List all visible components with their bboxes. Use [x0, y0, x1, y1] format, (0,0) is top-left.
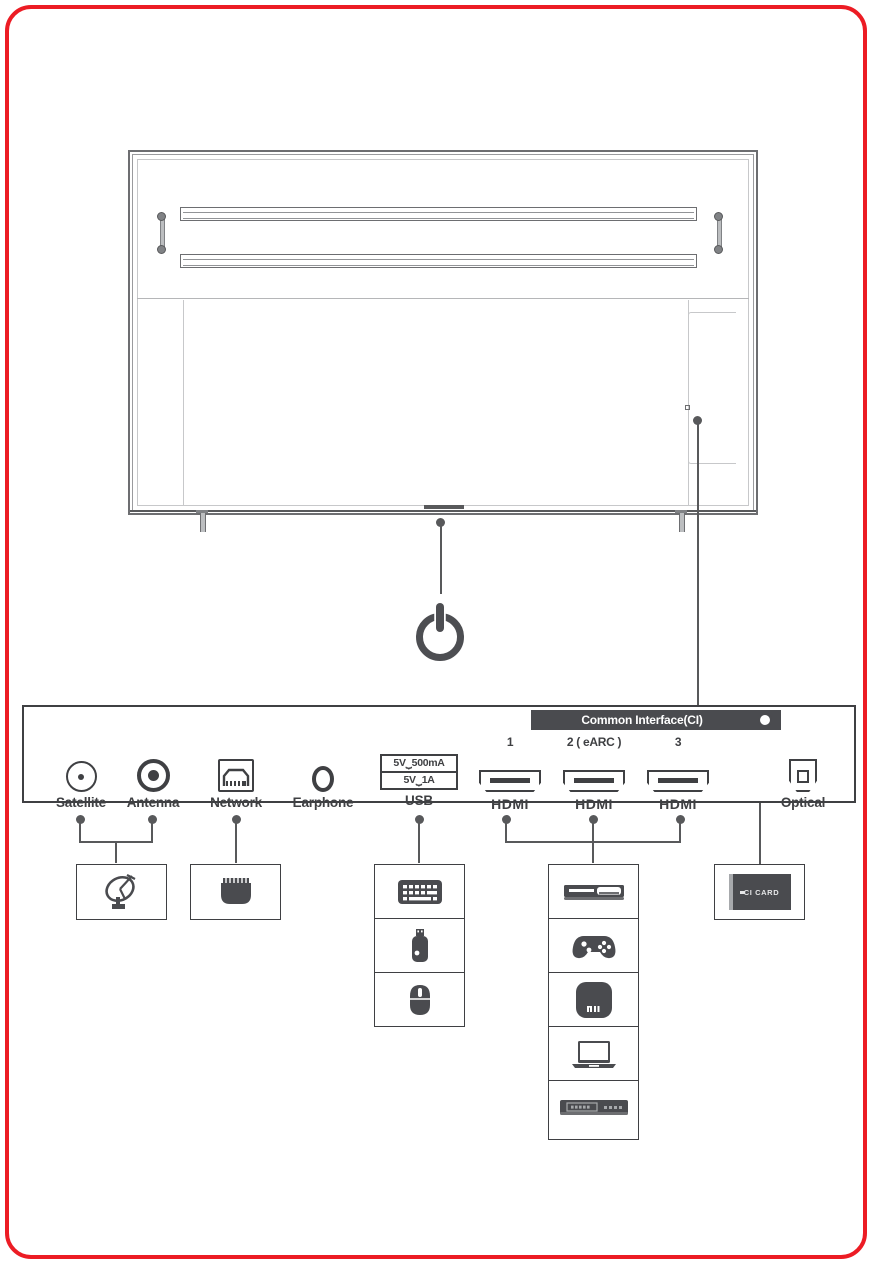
keyboard-icon	[397, 879, 442, 904]
port-satellite-label: Satellite	[56, 795, 106, 810]
ci-slot-notch	[685, 405, 690, 410]
optical-port-icon	[789, 759, 817, 792]
bracket-stem-hdmi-1	[505, 819, 507, 843]
port-hdmi-3[interactable]: 3 HDMI	[630, 735, 726, 812]
vesa-slot-lower	[180, 254, 697, 268]
mount-screw-left	[157, 212, 166, 254]
hdmi-port-icon	[563, 770, 625, 792]
tv-panel-seam-left	[183, 300, 184, 506]
disc-player-icon	[563, 884, 624, 900]
vesa-slot-upper	[180, 207, 697, 221]
bracket-stem-satellite	[79, 819, 81, 843]
port-usb-label: USB	[405, 793, 433, 808]
antenna-port-icon	[136, 759, 170, 792]
ci-card-label: CI CARD	[743, 887, 780, 897]
tv-lower-panel	[137, 298, 749, 506]
mount-screw-right	[714, 212, 723, 254]
bracket-stem-hdmi-2	[592, 819, 594, 843]
tv-stand-foot-left	[196, 510, 208, 532]
port-optical[interactable]: Optical	[755, 735, 851, 810]
bracket-stem-network	[235, 819, 237, 863]
port-hdmi-2-label: HDMI	[575, 796, 613, 812]
port-earphone-top	[275, 735, 371, 750]
device-box-satellite-dish	[76, 864, 167, 920]
port-earphone-label: Earphone	[292, 795, 354, 810]
port-optical-label: Optical	[780, 795, 826, 810]
port-antenna-top	[105, 735, 201, 750]
bracket-stem-usb	[418, 819, 420, 863]
device-column-usb	[374, 864, 465, 1027]
common-interface-label: Common Interface(CI)	[581, 713, 703, 727]
port-hdmi-3-label: HDMI	[659, 796, 697, 812]
hdmi-port-icon	[647, 770, 709, 792]
port-hdmi-1-number: 1	[506, 735, 514, 749]
rj45-plug-icon	[220, 878, 251, 904]
port-network[interactable]: Network	[188, 735, 284, 810]
ci-slot-door	[688, 312, 736, 464]
port-hdmi-1-label: HDMI	[491, 796, 529, 812]
ci-card-dot	[739, 890, 745, 894]
port-satellite[interactable]: Satellite	[33, 735, 129, 810]
port-usb-top	[371, 733, 467, 748]
port-hdmi-2-number: 2 ( eARC )	[566, 735, 622, 749]
usb-flash-drive-icon	[411, 928, 428, 962]
device-box-ci-card: CI CARD	[714, 864, 805, 920]
bracket-stem-hdmi-3	[679, 819, 681, 843]
port-hdmi-2[interactable]: 2 ( eARC ) HDMI	[546, 735, 642, 812]
bracket-stem-antenna	[151, 819, 153, 843]
device-column-hdmi	[548, 864, 639, 1140]
device-box-network-plug	[190, 864, 281, 920]
mouse-icon	[409, 985, 430, 1015]
port-network-label: Network	[210, 795, 262, 810]
port-hdmi-1[interactable]: 1 HDMI	[462, 735, 558, 812]
satellite-dish-icon	[104, 874, 135, 909]
port-antenna[interactable]: Antenna	[105, 735, 201, 810]
port-hdmi-3-number: 3	[674, 735, 682, 749]
port-usb[interactable]: 5V⏟500mA 5V⏟1A USB	[371, 733, 467, 808]
device-cell-keyboard	[375, 865, 464, 919]
leader-line-ci-upper	[697, 420, 699, 710]
network-port-icon	[218, 759, 254, 792]
satellite-port-icon	[65, 761, 97, 792]
usb-spec-line-2: 5V⏟1A	[403, 774, 435, 786]
mi-box-icon	[575, 981, 612, 1018]
device-cell-av-receiver	[549, 1081, 638, 1135]
leader-line-power	[440, 522, 442, 594]
earphone-jack-icon	[312, 766, 334, 792]
port-antenna-label: Antenna	[126, 795, 180, 810]
common-interface-header: Common Interface(CI)	[531, 710, 781, 730]
device-cell-mouse	[375, 973, 464, 1027]
bracket-drop-satellite-antenna	[115, 841, 117, 863]
port-network-top	[188, 735, 284, 750]
bracket-drop-hdmi	[592, 841, 594, 863]
hdmi-port-icon	[479, 770, 541, 792]
power-button-tab	[424, 505, 464, 509]
ci-card-icon: CI CARD	[728, 874, 791, 910]
usb-port-icon: 5V⏟500mA 5V⏟1A	[380, 754, 458, 790]
usb-spec-line-1: 5V⏟500mA	[382, 756, 456, 773]
device-cell-usb-drive	[375, 919, 464, 973]
device-cell-disc-player	[549, 865, 638, 919]
ci-slot-hole-icon	[758, 713, 772, 727]
tv-rear-illustration	[128, 150, 758, 532]
port-earphone[interactable]: Earphone	[275, 735, 371, 810]
device-cell-game-controller	[549, 919, 638, 973]
device-cell-laptop	[549, 1027, 638, 1081]
tv-bottom-edge	[130, 508, 756, 513]
power-icon	[413, 603, 468, 661]
port-optical-top	[755, 735, 851, 750]
device-cell-mi-box	[549, 973, 638, 1027]
av-receiver-icon	[559, 1100, 628, 1115]
page-red-border	[5, 5, 867, 1259]
laptop-icon	[571, 1040, 616, 1068]
game-controller-icon	[572, 935, 615, 958]
tv-stand-foot-right	[675, 510, 687, 532]
